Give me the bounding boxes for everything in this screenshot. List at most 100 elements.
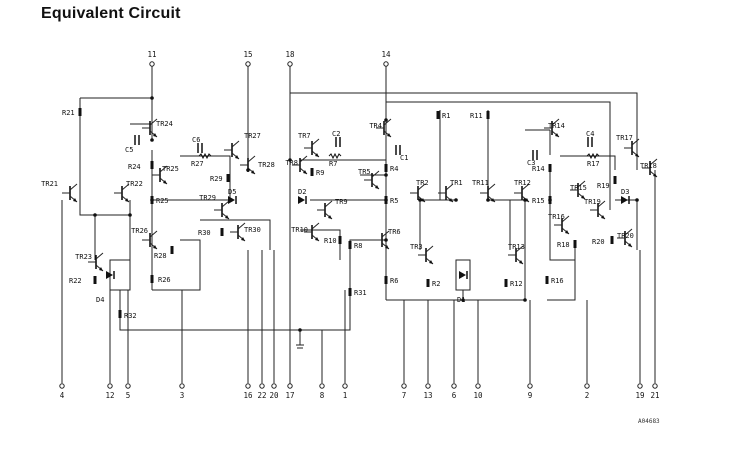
pin-label: 2: [585, 391, 590, 400]
pin-11: 11: [147, 50, 157, 67]
resistor-r31: R31: [348, 288, 367, 297]
pin-22: 22: [257, 383, 267, 400]
resistor-r7: R7: [328, 152, 342, 168]
resistor-label: R17: [587, 160, 600, 168]
transistor-label: TR19: [584, 198, 601, 206]
capacitor-c5: C5: [125, 135, 140, 154]
junction-dot: [150, 96, 154, 100]
capacitor-c1: C1: [395, 145, 408, 162]
capacitor-c6: C6: [192, 136, 203, 153]
junction-dot: [461, 298, 465, 302]
resistor-label: R12: [510, 280, 523, 288]
resistor-r32: R32: [118, 310, 137, 320]
pin-1: 1: [342, 383, 348, 400]
transistor-label: TR28: [258, 161, 275, 169]
pin-label: 8: [320, 391, 325, 400]
pin-label: 16: [243, 391, 253, 400]
transistor-tr10: TR10: [291, 222, 320, 242]
junction-dot: [548, 198, 552, 202]
transistor-tr28: TR28: [240, 155, 275, 175]
pin-label: 6: [452, 391, 457, 400]
junction-dot: [246, 168, 250, 172]
transistor-label: TR12: [514, 179, 531, 187]
transistor-label: TR15: [570, 184, 587, 192]
pin-3: 3: [179, 383, 185, 400]
pin-label: 7: [402, 391, 407, 400]
transistor-label: TR1: [450, 179, 463, 187]
pin-4: 4: [59, 383, 65, 400]
document-code: A04683: [638, 418, 660, 425]
resistor-label: R25: [156, 197, 169, 205]
resistor-label: R7: [329, 160, 337, 168]
transistor-tr27: TR27: [224, 132, 261, 160]
resistor-r2: R2: [426, 279, 440, 288]
resistor-r29: R29: [210, 174, 230, 183]
resistor-label: R24: [128, 163, 141, 171]
resistor-r10: R10: [324, 236, 342, 245]
junction-dot: [298, 328, 302, 332]
capacitor-c4: C4: [586, 130, 594, 147]
pin-label: 11: [147, 50, 156, 59]
resistor-r22: R22: [69, 276, 97, 285]
pin-17: 17: [285, 383, 295, 400]
resistor-r21: R21: [62, 108, 82, 117]
junction-dot: [150, 138, 154, 142]
pin-label: 1: [343, 391, 348, 400]
resistor-label: R28: [154, 252, 167, 260]
resistor-label: R21: [62, 109, 75, 117]
junction-dot: [418, 198, 422, 202]
transistor-label: TR10: [291, 226, 308, 234]
junction-dot: [384, 118, 388, 122]
transistor-tr18: TR18: [640, 158, 658, 178]
transistor-label: TR2: [416, 179, 429, 187]
transistor-label: TR8: [285, 159, 298, 167]
transistor-label: TR16: [548, 213, 565, 221]
transistor-tr15: TR15: [570, 180, 587, 200]
transistor-tr14: TR14: [544, 118, 565, 138]
diode-d2: D2: [298, 188, 307, 204]
capacitor-label: C3: [527, 159, 535, 167]
resistor-r16: R16: [545, 276, 564, 285]
transistor-tr13: TR13: [508, 243, 525, 265]
pin-label: 10: [473, 391, 483, 400]
transistor-tr9: TR9: [317, 198, 348, 220]
capacitor-label: C2: [332, 130, 340, 138]
figure-title: Equivalent Circuit: [41, 5, 181, 22]
pin-5: 5: [125, 383, 131, 400]
resistor-label: R22: [69, 277, 82, 285]
pin-label: 12: [105, 391, 114, 400]
resistor-r4: R4: [384, 164, 398, 173]
transistor-tr30: TR30: [230, 222, 261, 242]
transistor-label: TR17: [616, 134, 633, 142]
transistor-label: TR23: [75, 253, 92, 261]
resistor-label: R32: [124, 312, 137, 320]
resistor-label: R4: [390, 165, 398, 173]
pin-label: 20: [269, 391, 279, 400]
pin-label: 21: [650, 391, 659, 400]
pin-13: 13: [423, 383, 433, 400]
pin-2: 2: [584, 383, 590, 400]
resistor-label: R10: [324, 237, 337, 245]
junction-dot: [150, 198, 154, 202]
resistor-label: R11: [470, 112, 483, 120]
pin-label: 14: [381, 50, 391, 59]
transistor-tr17: TR17: [616, 134, 640, 158]
diode-d5: D5: [228, 188, 237, 204]
pin-label: 5: [126, 391, 131, 400]
pin-15: 15: [243, 50, 253, 67]
transistor-label: TR14: [548, 122, 565, 130]
junction-dot: [384, 173, 388, 177]
transistor-tr8: TR8: [285, 155, 308, 175]
transistor-label: TR21: [41, 180, 58, 188]
transistor-tr25: TR25: [152, 165, 179, 185]
transistor-tr22: TR22: [114, 180, 143, 203]
pin-14: 14: [381, 50, 391, 67]
resistor-r24: R24: [128, 161, 154, 171]
transistor-tr21: TR21: [41, 180, 78, 203]
pin-10: 10: [473, 383, 483, 400]
diode-d3: D3: [621, 188, 630, 204]
diode-d4: D4: [96, 271, 115, 304]
